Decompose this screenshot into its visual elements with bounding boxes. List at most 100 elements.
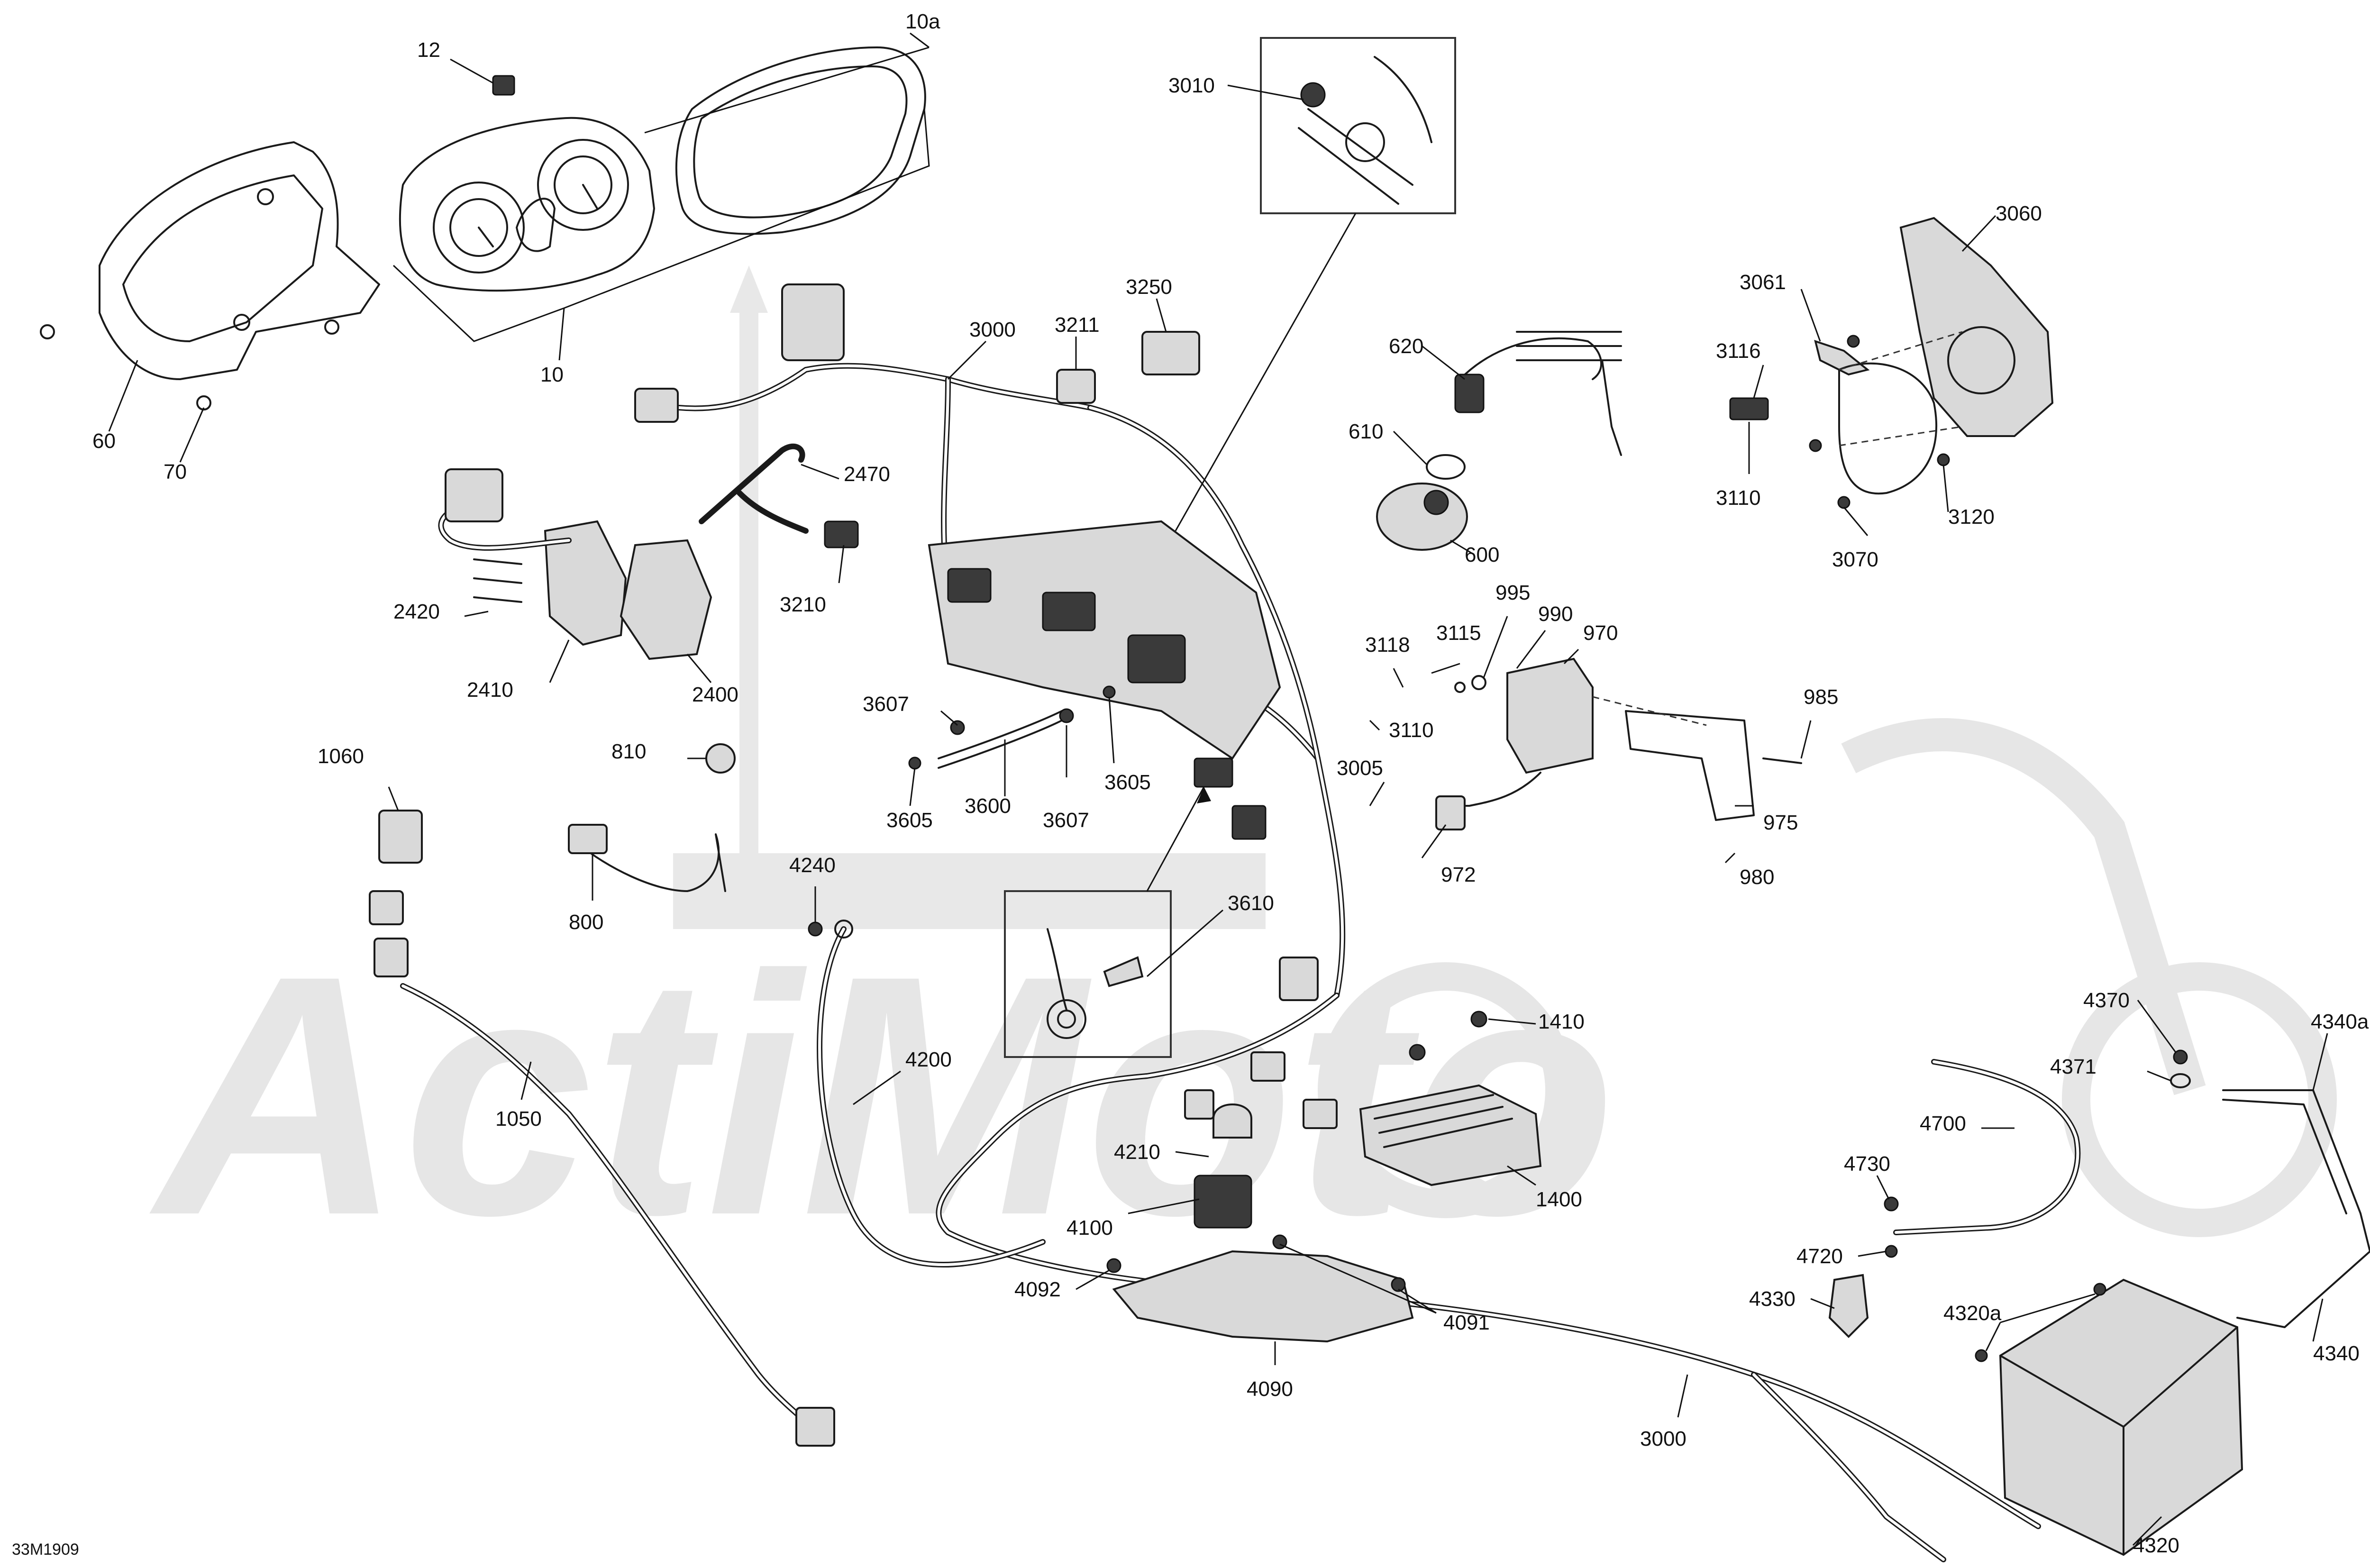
callout-972: 972 [1441,863,1476,886]
callout-3211: 3211 [1055,313,1100,337]
ring-610 [1426,454,1466,480]
module-group-970 [1435,657,1802,830]
callout-3110-top: 3110 [1716,486,1761,510]
callout-4340a: 4340a [2311,1010,2369,1033]
callout-3060: 3060 [1996,202,2042,225]
tether-620 [1454,374,1485,413]
callout-4330: 4330 [1749,1287,1796,1311]
callout-4340: 4340 [2313,1342,2360,1365]
switch-3110 [1729,397,1769,420]
left-harness-group [369,743,835,1447]
callout-3607-right: 3607 [1043,809,1089,832]
callout-4100: 4100 [1066,1216,1113,1240]
callout-4720: 4720 [1796,1245,1843,1268]
callout-3061: 3061 [1740,271,1786,294]
callout-4320: 4320 [2133,1534,2179,1557]
callout-3115: 3115 [1436,621,1481,645]
callout-3110-mid: 3110 [1389,719,1434,742]
gauge-cluster-10 [399,117,655,292]
callout-10: 10 [540,363,564,386]
callout-3605-right: 3605 [1104,771,1151,794]
callout-620: 620 [1389,335,1423,358]
callout-2470: 2470 [844,463,890,486]
nut-4730 [1884,1196,1899,1212]
callout-12: 12 [417,38,440,62]
callout-1060: 1060 [318,745,364,768]
battery-group [1828,1049,2370,1556]
callout-1050: 1050 [495,1107,542,1130]
callout-995: 995 [1495,581,1530,604]
callout-3005: 3005 [1337,757,1383,780]
callout-1400: 1400 [1536,1188,1582,1211]
callout-4730: 4730 [1844,1152,1890,1176]
callout-800: 800 [569,911,603,934]
callout-3120: 3120 [1948,505,1995,529]
callout-3610: 3610 [1228,892,1274,915]
callout-3607-left: 3607 [863,693,909,716]
bolt-4370 [2173,1049,2188,1065]
callout-4092: 4092 [1014,1278,1061,1301]
leader-lines [108,32,2328,1546]
bolt-1410 [1470,1011,1487,1028]
callout-3000-top: 3000 [969,318,1016,341]
bulb-12 [492,75,515,96]
callout-600: 600 [1465,543,1499,566]
connector-3211 [1056,369,1096,404]
callout-3605-left: 3605 [886,809,933,832]
callout-4700: 4700 [1920,1112,1966,1135]
callout-3010: 3010 [1168,74,1215,97]
instrument-cluster-group [40,46,930,410]
callout-4210: 4210 [1114,1140,1160,1164]
switch-3250 [1141,331,1200,375]
connector-1050 [795,1407,835,1447]
callout-610: 610 [1349,420,1383,443]
callout-980: 980 [1740,866,1774,889]
solenoid-group-4100 [1106,1103,1414,1343]
switch-group-2400 [438,443,859,660]
nut-4240 [808,921,823,937]
callout-3000-bottom: 3000 [1640,1427,1686,1450]
callout-3600: 3600 [965,794,1011,818]
callout-975: 975 [1763,811,1798,834]
callout-60: 60 [92,429,116,453]
callout-3250: 3250 [1126,275,1172,299]
callout-2410: 2410 [467,678,513,702]
callout-70: 70 [164,460,187,483]
callout-1410: 1410 [1538,1010,1585,1033]
lens-10a [675,46,926,235]
callout-985: 985 [1804,685,1838,709]
callout-2420: 2420 [393,600,440,623]
plate-4090 [1112,1250,1414,1343]
watermark-text: ActiMoto [146,904,1616,1286]
callout-970: 970 [1583,621,1618,645]
cap-4210 [1212,1103,1252,1139]
callout-4091: 4091 [1443,1311,1490,1334]
solenoid-4100 [1194,1175,1252,1229]
cluster-housing-60 [99,141,380,380]
detail-box-3610 [1004,786,1211,1058]
callout-810: 810 [611,740,646,763]
switch-1060 [378,810,423,864]
callout-4320a: 4320a [1943,1302,2002,1325]
actuator-group-3060 [1729,217,2054,509]
callout-labels: 10a 12 10 60 70 3010 3000 3211 3250 620 … [92,10,2369,1557]
regulator-1400 [1359,1011,1542,1186]
small-components [1056,331,1622,551]
callout-990: 990 [1538,602,1573,626]
connector-972 [1435,795,1466,830]
callout-2400: 2400 [692,683,738,706]
callout-3210: 3210 [780,593,826,616]
callout-3116: 3116 [1716,339,1761,363]
watermark: ActiMoto [146,265,2337,1286]
callout-10a: 10a [905,10,940,33]
battery-4320 [1999,1278,2243,1556]
sensor-800 [568,824,608,854]
callout-4370: 4370 [2083,989,2130,1012]
callout-3118: 3118 [1365,633,1410,656]
switch-600 [1376,483,1468,551]
callout-4200: 4200 [905,1048,952,1071]
cap-810 [705,743,736,774]
drawing-code: 33M1909 [12,1541,79,1559]
callout-4090: 4090 [1247,1377,1293,1401]
